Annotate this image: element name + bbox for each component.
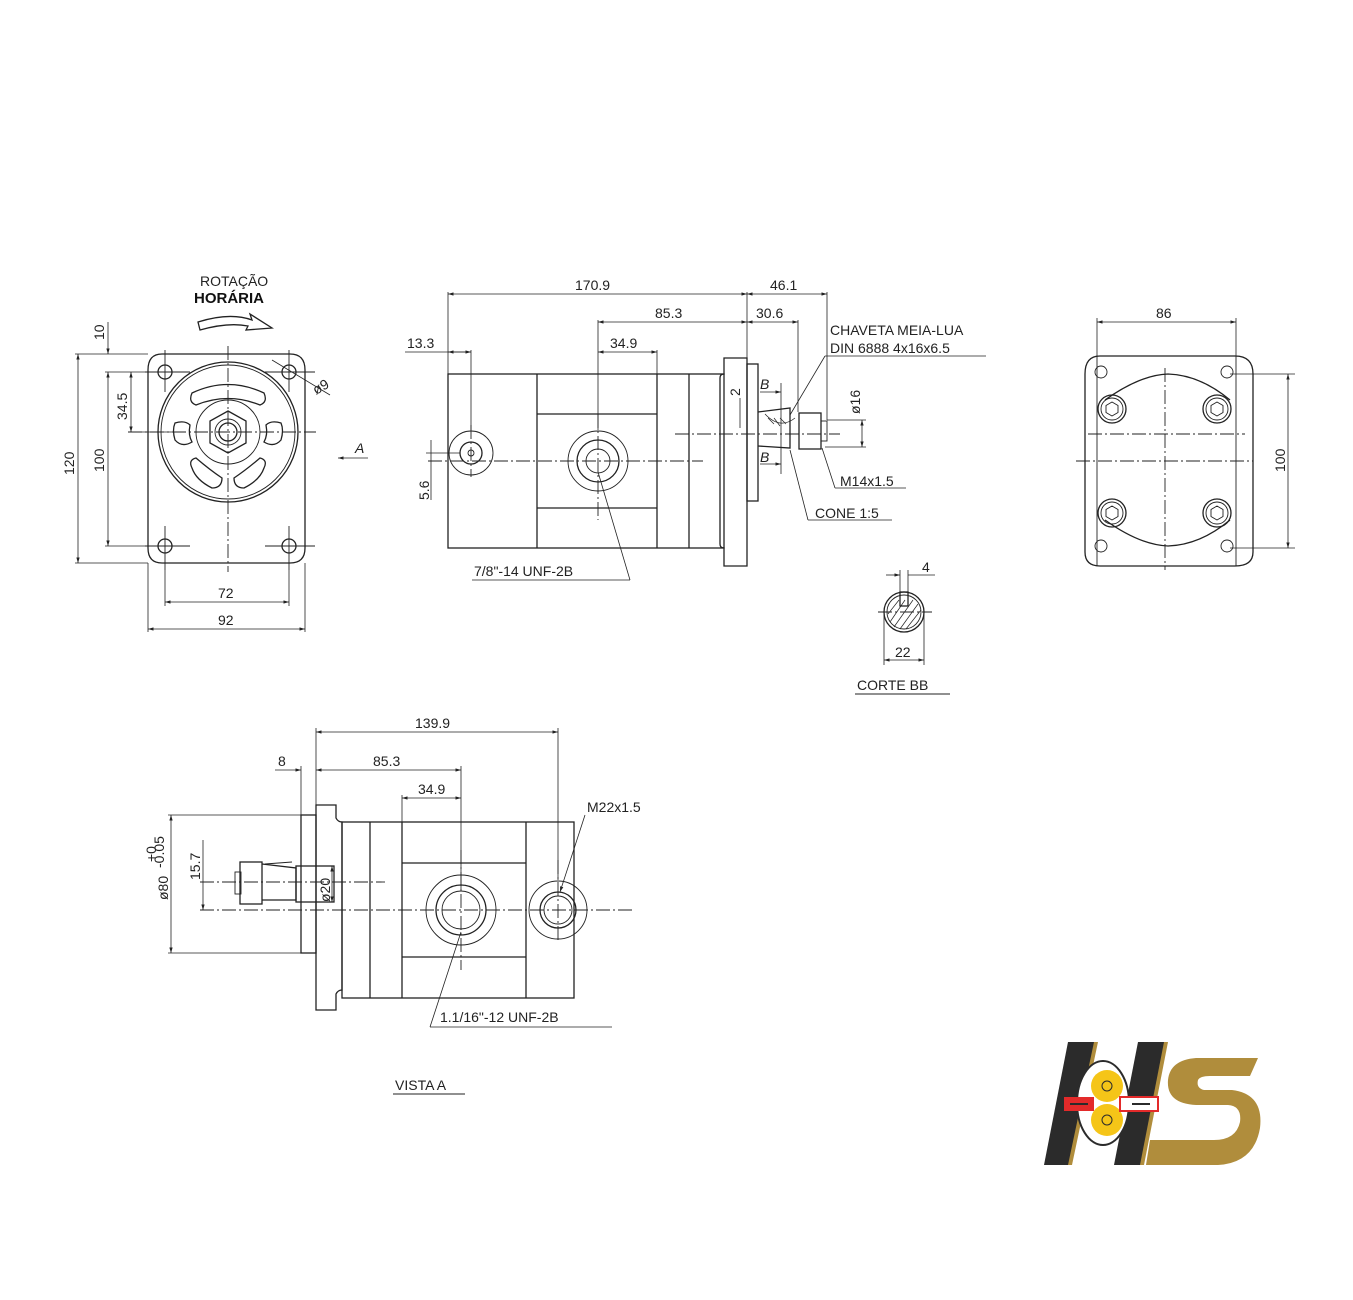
rear-view: 86 100 [1076, 305, 1295, 570]
dim-46-1: 46.1 [770, 277, 797, 293]
nut-thread-label: M14x1.5 [840, 473, 894, 489]
dim-pilot-80: ø80 [155, 876, 171, 900]
dim-15-7: 15.7 [187, 853, 203, 880]
port-thread-label: 7/8"-14 UNF-2B [474, 563, 573, 579]
dim-30-6: 30.6 [756, 305, 783, 321]
dim-hole-dia: ø9 [310, 375, 332, 397]
va-port-thread: 1.1/16"-12 UNF-2B [440, 1009, 559, 1025]
taper-label: CONE 1:5 [815, 505, 879, 521]
dim-5-6: 5.6 [416, 480, 432, 500]
rear-bolts [1094, 365, 1234, 553]
dim-92: 92 [218, 612, 234, 628]
dim-va-34-9: 34.9 [418, 781, 445, 797]
dim-rear-100: 100 [1272, 448, 1288, 472]
hs-logo [1044, 1042, 1261, 1165]
section-marker-b-top: B [760, 376, 769, 392]
dim-170-9: 170.9 [575, 277, 610, 293]
view-a: 139.9 85.3 8 34.9 ø80 +0 -0.05 15.7 ø20 … [143, 715, 641, 1095]
dim-139-9: 139.9 [415, 715, 450, 731]
view-a-title: VISTA A [395, 1077, 447, 1093]
tolerance-lower: -0.05 [151, 836, 167, 868]
view-a-marker: A [354, 440, 364, 456]
front-view: ROTAÇÃO HORÁRIA 120 10 [61, 273, 368, 632]
dim-85-3: 85.3 [655, 305, 682, 321]
dim-13-3: 13.3 [407, 335, 434, 351]
dim-2: 2 [727, 388, 743, 396]
tolerance-upper: +0 [143, 846, 159, 862]
section-marker-b-bottom: B [760, 449, 769, 465]
rotation-direction: HORÁRIA [194, 290, 264, 307]
dim-shaft-16: ø16 [847, 390, 863, 414]
dim-86: 86 [1156, 305, 1172, 321]
dim-34-5: 34.5 [114, 393, 130, 420]
dim-120: 120 [61, 451, 77, 475]
dim-shaft-20: ø20 [317, 878, 333, 902]
dim-8: 8 [278, 753, 286, 769]
rotation-arrow-icon [197, 312, 274, 331]
dim-va-85-3: 85.3 [373, 753, 400, 769]
rotation-label: ROTAÇÃO [200, 273, 268, 289]
va-side-port-thread: M22x1.5 [587, 799, 641, 815]
side-view: 170.9 46.1 85.3 30.6 34.9 13.3 5.6 2 B B… [405, 277, 986, 581]
dim-34-9: 34.9 [610, 335, 637, 351]
key-spec-line1: CHAVETA MEIA-LUA [830, 322, 964, 338]
dim-10: 10 [91, 324, 107, 340]
dim-key-4: 4 [922, 559, 930, 575]
dim-72: 72 [218, 585, 234, 601]
section-bb: 4 22 CORTE BB [855, 559, 950, 695]
key-spec-line2: DIN 6888 4x16x6.5 [830, 340, 950, 356]
dim-22: 22 [895, 644, 911, 660]
section-bb-title: CORTE BB [857, 677, 928, 693]
dim-100: 100 [91, 448, 107, 472]
